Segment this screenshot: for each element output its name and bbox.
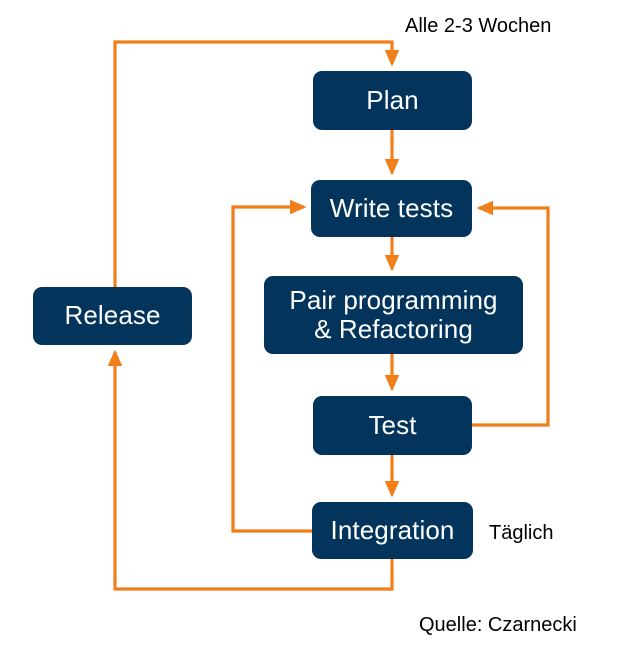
connector-integration-to-release: [107, 349, 394, 591]
node-write[interactable]: Write tests: [311, 180, 472, 237]
node-write-label: Write tests: [329, 192, 454, 223]
annotation-source-credit: Quelle: Czarnecki: [419, 614, 577, 636]
node-pair[interactable]: Pair programming & Refactoring: [264, 276, 523, 354]
connector-release-to-plan: [113, 40, 400, 287]
node-plan-label: Plan: [366, 84, 419, 115]
node-release-label: Release: [64, 300, 161, 331]
node-integration-label: Integration: [330, 514, 455, 545]
annotation-cadence-daily: Täglich: [489, 522, 554, 544]
node-integration[interactable]: Integration: [312, 502, 473, 559]
node-test-label: Test: [368, 409, 417, 440]
annotation-cadence-iteration: Alle 2-3 Wochen: [405, 15, 552, 37]
connector-integration-to-write-loop: [231, 199, 312, 533]
node-plan[interactable]: Plan: [313, 71, 472, 130]
connector-test-to-write-loop: [472, 200, 550, 427]
node-pair-label: Pair programming & Refactoring: [289, 284, 498, 344]
node-test[interactable]: Test: [313, 396, 472, 455]
node-release[interactable]: Release: [33, 287, 192, 345]
